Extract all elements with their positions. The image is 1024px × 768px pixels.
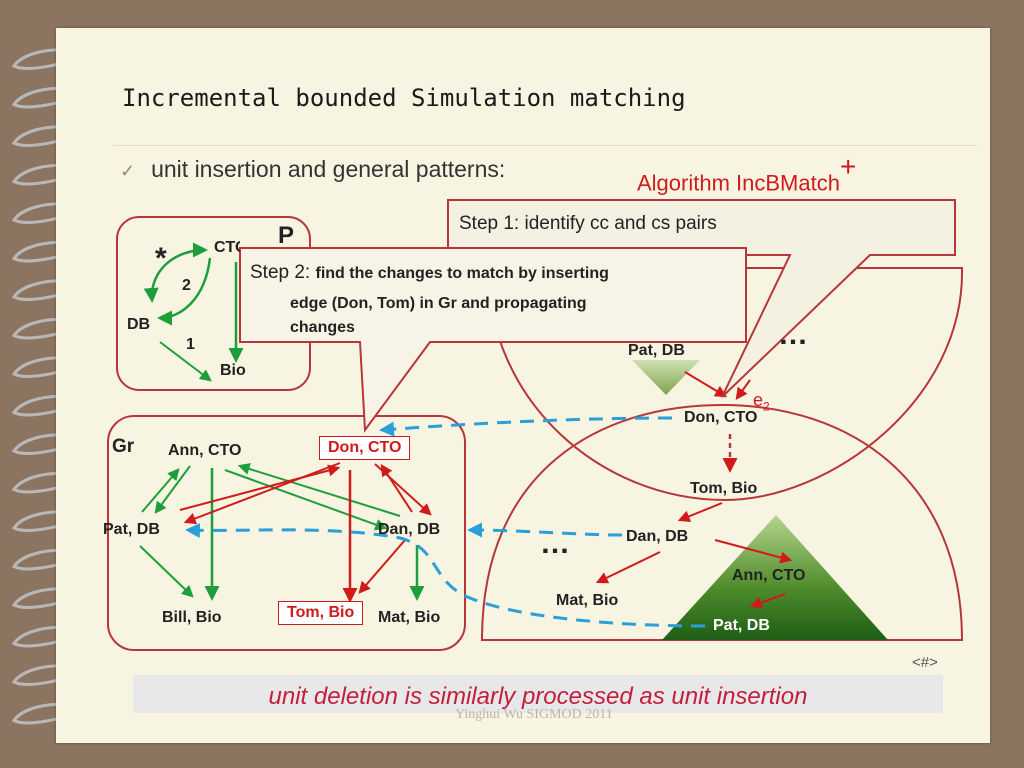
edge-bio-don — [735, 379, 751, 400]
gr-edge-don-dan — [374, 463, 432, 516]
lower-half-disc — [480, 403, 964, 641]
pattern-node-db: DB — [127, 316, 151, 333]
step2-callout — [239, 247, 747, 433]
algorithm-superscript: + — [839, 151, 857, 182]
edge-label-sub: 2 — [763, 399, 770, 414]
gr-edge-pat-ann-1 — [141, 468, 180, 513]
algorithm-name: Algorithm IncBMatch+ — [637, 151, 856, 196]
step2-line3: changes — [290, 319, 355, 336]
gr-node-dan-db: Dan, DB — [378, 521, 441, 538]
gr-edge-dan-ann — [237, 463, 401, 517]
edge-label-e2: e2 — [753, 390, 770, 414]
pattern-label: P — [278, 222, 295, 249]
edge-pat-don — [684, 371, 728, 398]
edge-dan-ann — [714, 539, 793, 564]
right-node-mat-bio: Mat, Bio — [556, 592, 619, 609]
slide-title: Incremental bounded Simulation matching — [122, 84, 686, 112]
title-divider — [113, 145, 977, 146]
pattern-edge-label-1: 1 — [186, 336, 195, 353]
link-pat-to-gr — [185, 522, 706, 628]
edge-ann-pat — [749, 593, 786, 609]
right-node-tom-bio: Tom, Bio — [690, 480, 758, 497]
footer-bar — [133, 675, 943, 713]
gr-edge-dan-tom — [358, 539, 406, 594]
pattern-edge-label-2: 2 — [182, 277, 191, 294]
author-credit: Yinghui Wu SIGMOD 2011 — [455, 707, 613, 722]
step2-line1: find the changes to match by inserting — [315, 265, 609, 282]
star-symbol: * — [155, 242, 167, 275]
gr-node-mat-bio: Mat, Bio — [378, 609, 441, 626]
step2-prefix: Step 2: — [250, 262, 316, 283]
gr-node-don-cto: Don, CTO — [319, 436, 411, 460]
upper-half-disc — [486, 267, 964, 502]
pattern-edge-db-cto — [143, 242, 208, 303]
upper-triangle — [632, 360, 700, 395]
bullet-text: unit insertion and general patterns: — [151, 156, 506, 182]
bullet-item: ✓ unit insertion and general patterns: — [120, 156, 505, 183]
right-node-pat-db-top: Pat, DB — [628, 342, 685, 359]
pattern-node-cto: CTO — [214, 239, 240, 256]
gr-edge-ann-dan — [224, 469, 388, 531]
checkmark-icon: ✓ — [120, 161, 136, 181]
right-node-pat-db-bottom: Pat, DB — [713, 617, 770, 634]
gr-edge-pat-bill — [139, 545, 194, 598]
right-ellipsis-top: … — [778, 318, 808, 351]
step2-line2: edge (Don, Tom) in Gr and propagating — [290, 295, 587, 312]
gr-node-tom-bio: Tom, Bio — [278, 601, 364, 625]
footer-text: unit deletion is similarly processed as … — [268, 683, 808, 710]
gr-edge-ann-pat-2 — [154, 465, 191, 514]
edge-tom-dan — [677, 502, 723, 522]
pattern-node-bio: Bio — [220, 362, 246, 379]
gr-box — [107, 415, 466, 651]
lower-triangle — [662, 515, 888, 640]
slide-number: <#> — [912, 654, 938, 671]
link-don-to-gr — [379, 416, 673, 437]
right-node-dan-db: Dan, DB — [626, 528, 689, 545]
gr-edge-pat-don — [179, 464, 341, 511]
pattern-edge-cto-db — [157, 257, 212, 326]
pattern-edge-db-bio — [159, 341, 212, 382]
algorithm-label: Algorithm IncBMatch — [637, 170, 840, 196]
right-node-ann-cto: Ann, CTO — [732, 567, 806, 584]
step2-text: Step 2: find the changes to match by ins… — [250, 258, 740, 341]
right-node-don-cto: Don, CTO — [684, 409, 758, 426]
edge-dan-mat — [595, 551, 661, 584]
gr-edge-don-pat — [183, 462, 341, 525]
gr-label: Gr — [112, 436, 135, 457]
step1-text: Step 1: identify cc and cs pairs — [459, 213, 717, 234]
link-dan-to-gr — [467, 522, 623, 538]
gr-node-pat-db: Pat, DB — [103, 521, 160, 538]
edge-label-e: e — [753, 390, 764, 410]
gr-node-ann-cto: Ann, CTO — [168, 442, 242, 459]
gr-node-bill-bio: Bill, Bio — [162, 609, 222, 626]
gr-edge-dan-don — [380, 463, 413, 513]
right-ellipsis-mid: … — [540, 527, 570, 560]
